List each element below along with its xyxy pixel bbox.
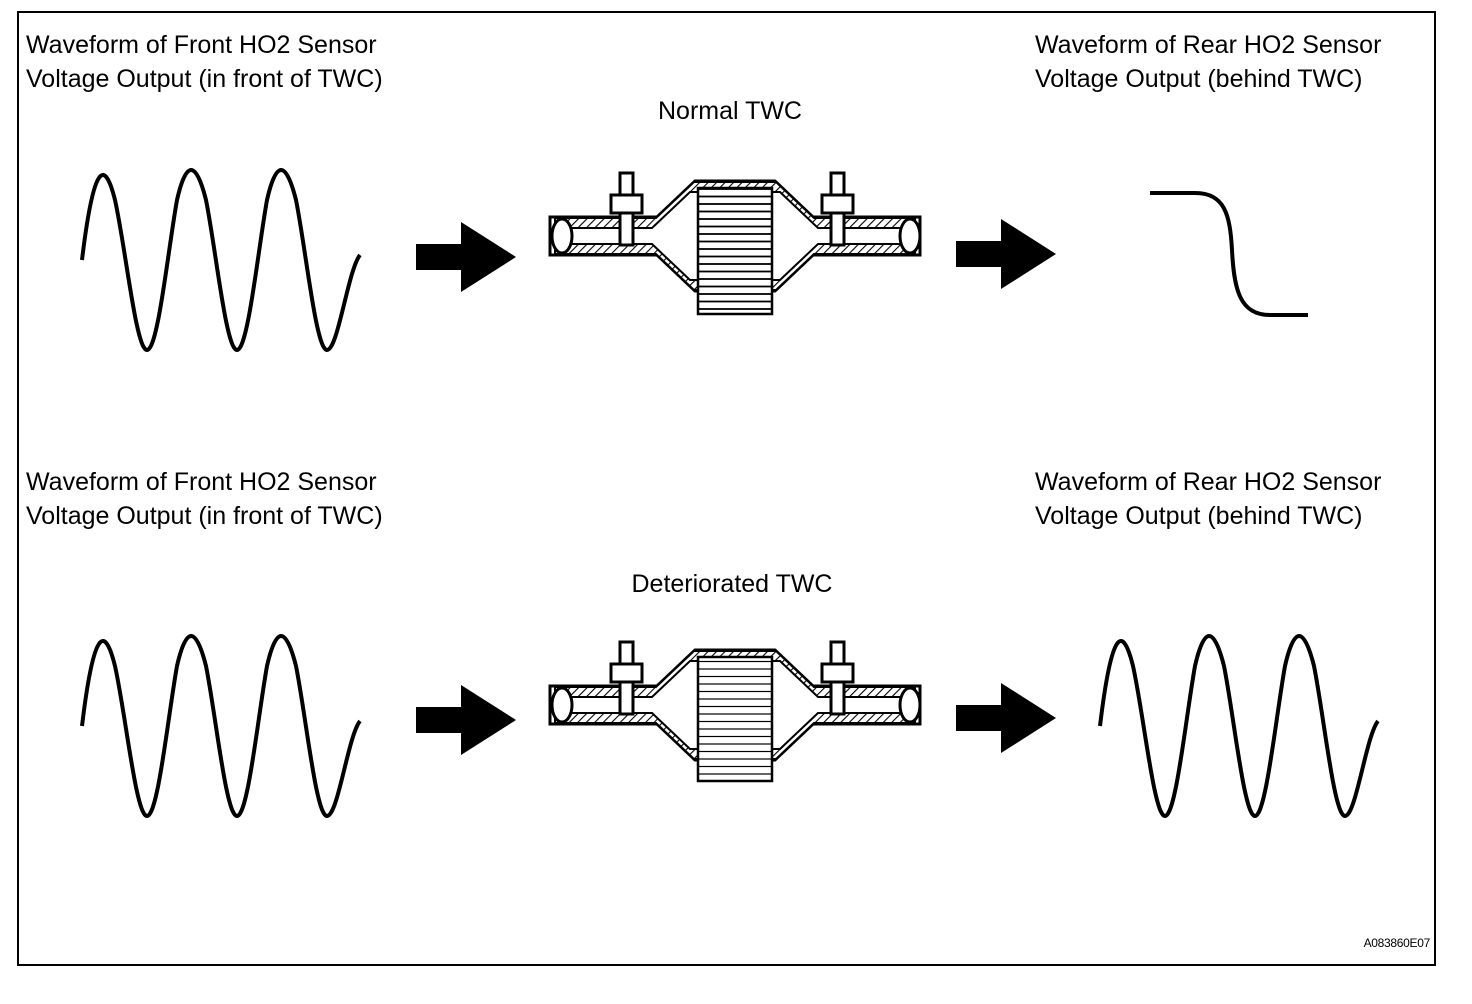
figure-id: A083860E07	[1363, 936, 1431, 950]
front-sensor-label-normal: Waveform of Front HO2 Sensor Voltage Out…	[26, 31, 383, 93]
flow-arrow-in-deteriorated	[416, 685, 516, 755]
rear-sensor-label-deteriorated: Waveform of Rear HO2 Sensor Voltage Outp…	[1035, 468, 1382, 530]
diagram-frame	[17, 11, 1436, 966]
front-sensor-label-deteriorated: Waveform of Front HO2 Sensor Voltage Out…	[26, 468, 383, 530]
flow-arrow-out-deteriorated	[956, 683, 1056, 753]
rear-waveform-deteriorated	[1098, 634, 1380, 819]
flow-arrow-out-normal	[956, 219, 1056, 289]
rear-waveform-normal	[1150, 191, 1308, 317]
catalyst-core-normal	[696, 186, 774, 316]
flow-arrow-in-normal	[416, 222, 516, 292]
rear-sensor-label-normal: Waveform of Rear HO2 Sensor Voltage Outp…	[1035, 31, 1382, 93]
twc-label-deteriorated: Deteriorated TWC	[631, 570, 833, 598]
twc-label-normal: Normal TWC	[658, 97, 802, 125]
front-waveform-deteriorated	[80, 634, 362, 819]
catalyst-core-deteriorated	[696, 655, 774, 783]
front-waveform-normal	[80, 168, 362, 353]
